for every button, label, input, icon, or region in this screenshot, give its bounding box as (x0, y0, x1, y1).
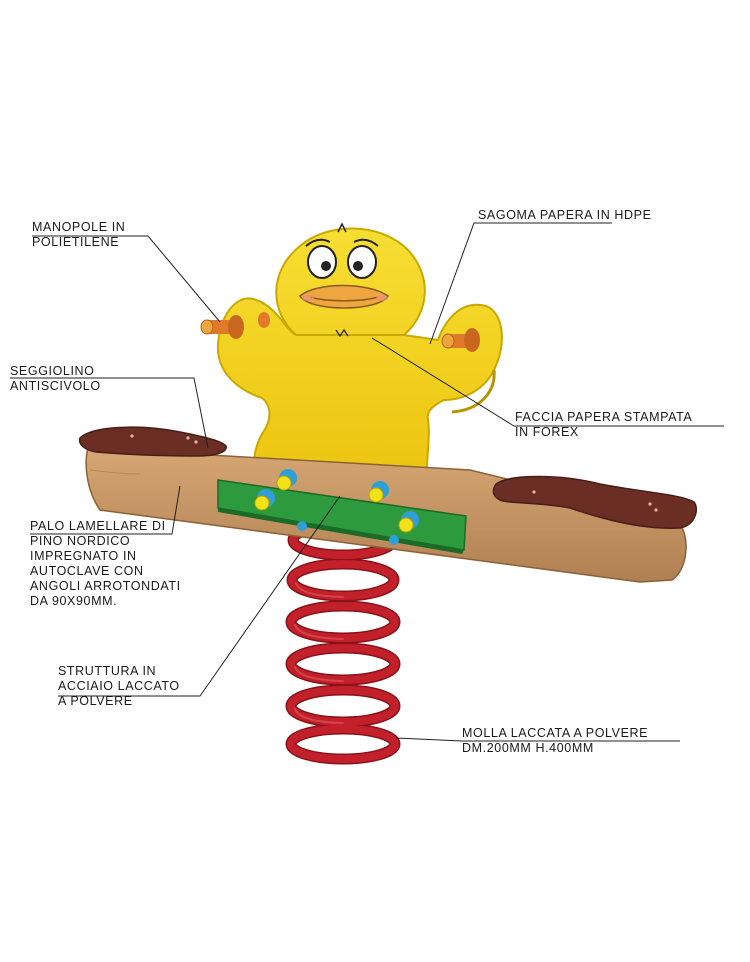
leader-seggiolino (10, 377, 209, 449)
leader-faccia (371, 337, 724, 427)
label-line: DM.200MM H.400MM (462, 741, 594, 755)
label-line: MANOPOLE IN (32, 220, 126, 234)
label-line: FACCIA PAPERA STAMPATA (515, 410, 693, 424)
label-sagoma: SAGOMA PAPERA IN HDPE (478, 208, 652, 223)
duck-face-print (299, 222, 390, 338)
label-line: A POLVERE (58, 694, 133, 708)
label-line: ANGOLI ARROTONDATI (30, 579, 181, 593)
label-manopole: MANOPOLE IN POLIETILENE (32, 220, 125, 250)
leader-struttura (58, 495, 341, 697)
label-palo: PALO LAMELLARE DI PINO NORDICO IMPREGNAT… (30, 519, 181, 609)
label-line: IMPREGNATO IN (30, 549, 137, 563)
label-molla: MOLLA LACCATA A POLVERE DM.200MM H.400MM (462, 726, 648, 756)
handles (200, 312, 480, 352)
label-line: IN FOREX (515, 425, 579, 439)
label-line: PINO NORDICO (30, 534, 131, 548)
label-struttura: STRUTTURA IN ACCIAIO LACCATO A POLVERE (58, 664, 180, 709)
label-line: PALO LAMELLARE DI (30, 519, 166, 533)
label-line: ANTISCIVOLO (10, 379, 101, 393)
label-line: STRUTTURA IN (58, 664, 157, 678)
label-line: MOLLA LACCATA A POLVERE (462, 726, 649, 740)
spring (285, 519, 401, 765)
label-line: ACCIAIO LACCATO (58, 679, 180, 693)
leader-manopole (32, 235, 221, 323)
bolts (254, 469, 419, 545)
steel-plate (217, 479, 467, 554)
leader-molla (395, 737, 680, 742)
label-line: AUTOCLAVE CON (30, 564, 144, 578)
leader-palo (30, 485, 181, 535)
label-line: POLIETILENE (32, 235, 120, 249)
duck-shape (216, 227, 503, 490)
label-seggiolino: SEGGIOLINO ANTISCIVOLO (10, 364, 101, 394)
label-line: SEGGIOLINO (10, 364, 95, 378)
label-line: SAGOMA PAPERA IN HDPE (478, 208, 652, 222)
label-faccia: FACCIA PAPERA STAMPATA IN FOREX (515, 410, 692, 440)
seats (78, 426, 698, 529)
label-line: DA 90X90MM. (30, 594, 118, 608)
leader-lines (10, 222, 724, 742)
leader-sagoma (429, 222, 612, 345)
